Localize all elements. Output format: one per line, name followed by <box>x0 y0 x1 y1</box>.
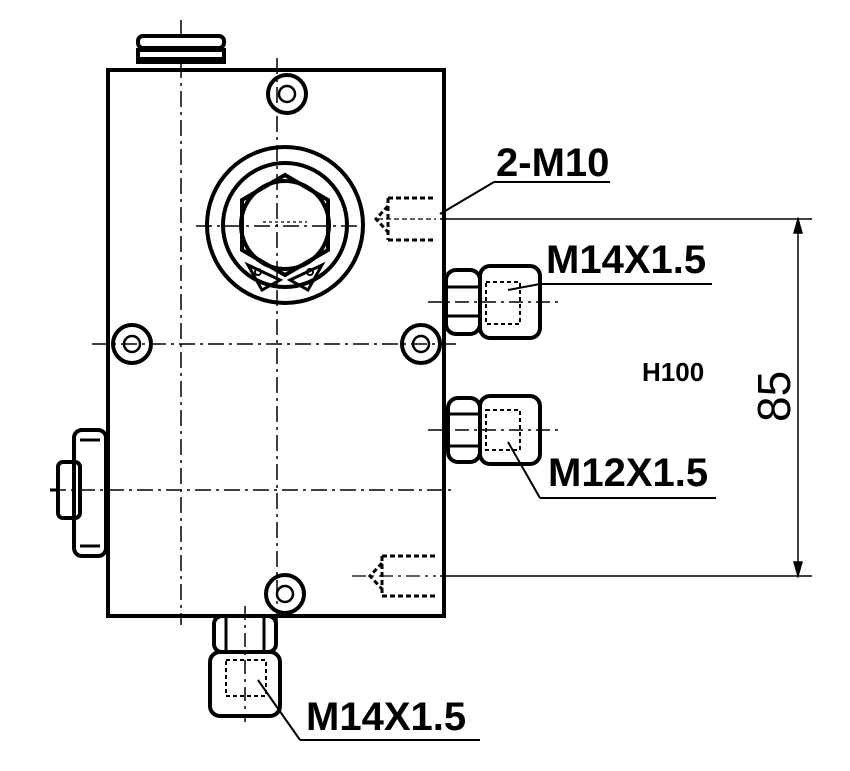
label-dimension-85: 85 <box>748 371 800 422</box>
mounting-screw-top <box>266 73 308 115</box>
label-m14x1-5-upper: M14X1.5 <box>546 238 706 282</box>
hidden-thread-upper <box>373 196 436 242</box>
label-h100: H100 <box>642 357 704 387</box>
top-cap <box>136 20 226 64</box>
fitting-lower-right <box>428 394 560 466</box>
central-valve-cartridge <box>205 145 365 305</box>
side-handle-left <box>50 428 108 558</box>
mounting-screw-left <box>111 323 153 365</box>
dimension-85 <box>440 216 812 579</box>
label-2-m10: 2-M10 <box>496 141 609 185</box>
label-m12x1-5: M12X1.5 <box>548 451 708 495</box>
centerlines <box>50 58 460 628</box>
block-body <box>106 68 446 618</box>
mounting-screw-bottom <box>264 573 306 615</box>
hidden-thread-lower <box>352 554 436 598</box>
mounting-screw-right <box>400 323 442 365</box>
leader-lines <box>257 181 716 741</box>
label-m14x1-5-bottom: M14X1.5 <box>306 695 466 739</box>
fitting-upper-right <box>428 264 560 340</box>
fitting-bottom <box>208 606 282 722</box>
